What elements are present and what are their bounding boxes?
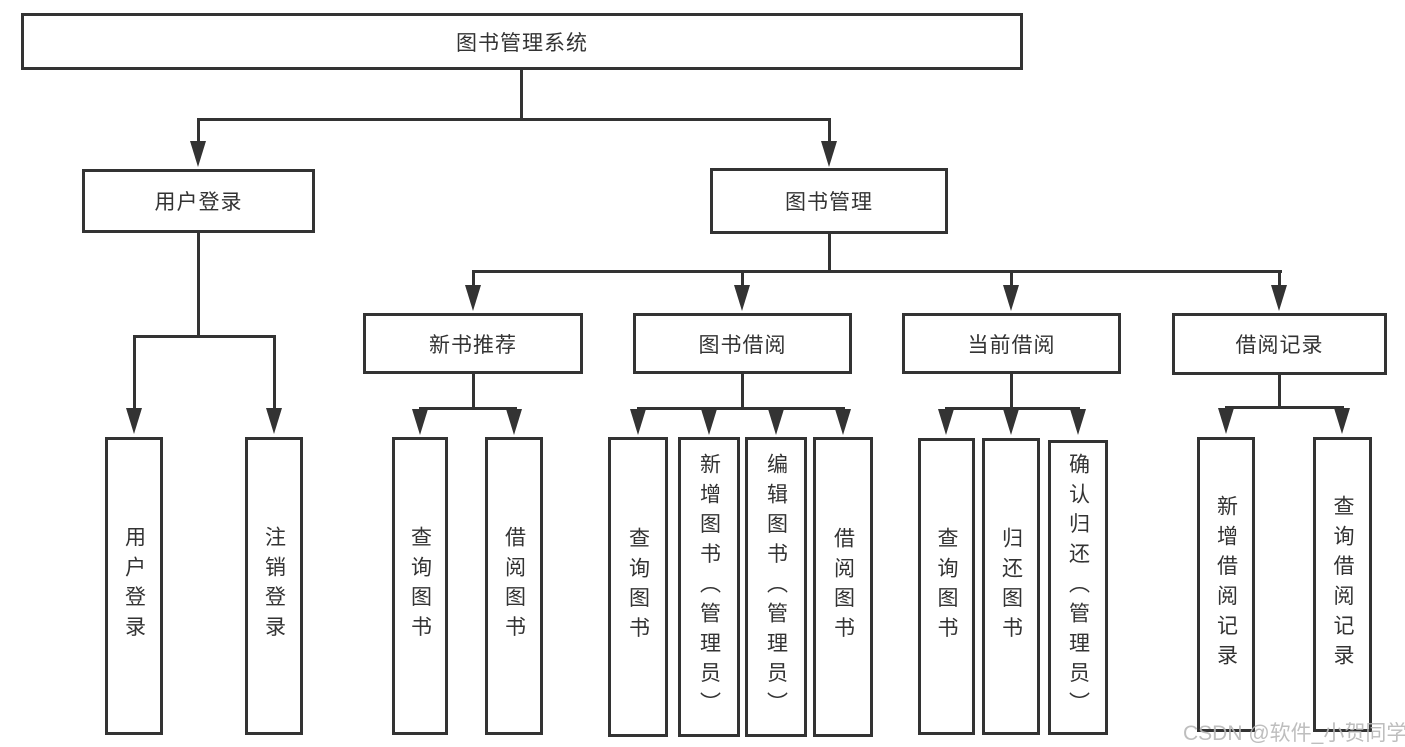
connector-drop: [1010, 270, 1013, 287]
connector-stub: [1278, 375, 1281, 409]
node-edit-books-admin: 编辑图书（管理员）: [745, 437, 807, 737]
node-label: 当前借阅: [967, 333, 1056, 357]
node-user-login: 用户登录: [105, 437, 163, 735]
node-new-book-recommend: 新书推荐: [363, 313, 583, 374]
node-current-borrowing: 当前借阅: [902, 313, 1121, 374]
arrow-down-icon: [821, 141, 837, 167]
node-label: 图书管理系统: [456, 31, 588, 55]
arrow-down-icon: [1070, 409, 1086, 435]
arrow-down-icon: [1003, 409, 1019, 435]
node-logout: 注销登录: [245, 437, 303, 735]
node-query-books-current: 查询图书: [918, 438, 975, 735]
node-label: 注销登录: [262, 526, 286, 646]
node-query-books-recommend: 查询图书: [392, 437, 448, 735]
node-borrowing-records: 借阅记录: [1172, 313, 1387, 375]
arrow-down-icon: [1334, 408, 1350, 434]
arrow-down-icon: [190, 141, 206, 167]
arrow-down-icon: [630, 409, 646, 435]
node-label: 查询图书: [408, 526, 432, 646]
connector-level3-rail: [472, 270, 1282, 273]
node-label: 确认归还（管理员）: [1066, 453, 1090, 722]
node-label: 新增借阅记录: [1214, 495, 1238, 674]
connector-drop: [273, 335, 276, 410]
arrow-down-icon: [938, 409, 954, 435]
connector-stub: [1010, 374, 1013, 410]
node-query-books-borrow: 查询图书: [608, 437, 668, 737]
node-label: 编辑图书（管理员）: [764, 452, 788, 722]
node-label: 查询图书: [626, 527, 650, 647]
connector-drop: [472, 270, 475, 287]
node-label: 新书推荐: [429, 333, 517, 357]
connector-rail: [637, 407, 845, 410]
arrow-down-icon: [1271, 285, 1287, 311]
node-label: 新增图书（管理员）: [697, 452, 721, 722]
node-book-borrowing: 图书借阅: [633, 313, 852, 374]
node-book-management: 图书管理: [710, 168, 948, 234]
node-add-books-admin: 新增图书（管理员）: [678, 437, 740, 737]
arrow-down-icon: [465, 285, 481, 311]
arrow-down-icon: [266, 408, 282, 434]
node-label: 图书借阅: [698, 333, 787, 357]
connector-user-login-stub: [197, 233, 200, 335]
connector-drop: [133, 335, 136, 410]
node-return-books: 归还图书: [982, 438, 1040, 735]
connector-book-mgmt-drop: [828, 118, 831, 144]
node-label: 查询图书: [935, 526, 958, 647]
arrow-down-icon: [734, 285, 750, 311]
node-label: 借阅图书: [831, 527, 855, 647]
connector-rail: [419, 407, 517, 410]
connector-stub: [741, 374, 744, 410]
connector-root-stub: [520, 70, 523, 118]
arrow-down-icon: [126, 408, 142, 434]
node-label: 借阅记录: [1235, 334, 1324, 357]
node-label: 借阅图书: [502, 526, 526, 646]
connector-drop: [741, 270, 744, 287]
connector-stub: [472, 374, 475, 410]
node-confirm-return-admin: 确认归还（管理员）: [1048, 440, 1108, 735]
connector-drop: [1278, 270, 1281, 287]
connector-user-login-rail: [133, 335, 276, 338]
connector-rail: [1225, 406, 1344, 409]
arrow-down-icon: [1003, 285, 1019, 311]
csdn-watermark: CSDN @软件_小贺同学: [1183, 722, 1405, 745]
arrow-down-icon: [701, 409, 717, 435]
arrow-down-icon: [768, 409, 784, 435]
node-label: 用户登录: [122, 526, 146, 646]
node-label: 用户登录: [154, 191, 243, 214]
arrow-down-icon: [835, 409, 851, 435]
node-add-borrow-record: 新增借阅记录: [1197, 437, 1255, 732]
node-borrow-books-recommend: 借阅图书: [485, 437, 543, 735]
arrow-down-icon: [1218, 408, 1234, 434]
arrow-down-icon: [506, 409, 522, 435]
node-label: 图书管理: [785, 191, 873, 214]
connector-level2-rail: [197, 118, 831, 121]
node-library-system: 图书管理系统: [21, 13, 1023, 70]
connector-book-mgmt-stub: [828, 234, 831, 270]
connector-user-login-drop: [197, 118, 200, 144]
node-borrow-books: 借阅图书: [813, 437, 873, 737]
node-user-login-group: 用户登录: [82, 169, 315, 233]
arrow-down-icon: [412, 409, 428, 435]
node-label: 查询借阅记录: [1331, 495, 1354, 674]
node-query-borrow-record: 查询借阅记录: [1313, 437, 1372, 732]
connector-rail: [945, 407, 1080, 410]
node-label: 归还图书: [999, 526, 1023, 647]
